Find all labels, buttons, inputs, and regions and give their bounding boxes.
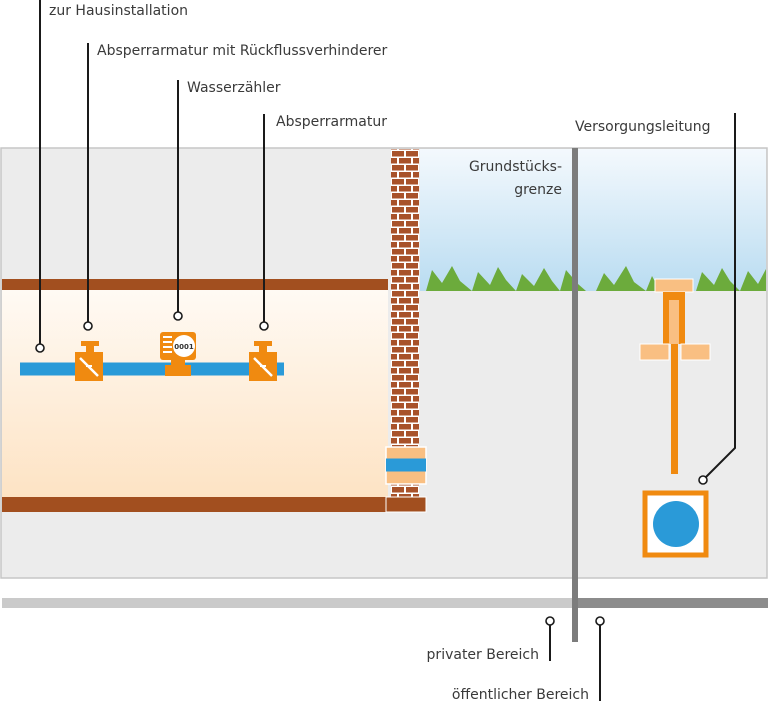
house-interior xyxy=(2,290,388,497)
label-property-line-2: grenze xyxy=(514,182,562,198)
supply-main-icon xyxy=(642,490,709,558)
label-private-area: privater Bereich xyxy=(427,647,539,663)
sky xyxy=(420,149,766,291)
wall-footing xyxy=(385,496,427,513)
label-water-meter: Wasserzähler xyxy=(187,80,281,96)
label-property-line-1: Grundstücks- xyxy=(469,159,562,175)
street-valve-icon xyxy=(639,278,711,474)
property-boundary-line xyxy=(572,148,578,642)
public-area-bar xyxy=(576,598,768,608)
meter-reading: 0001 xyxy=(174,343,194,351)
shutoff-valve-icon xyxy=(249,341,277,381)
label-supply-line: Versorgungsleitung xyxy=(575,119,711,135)
label-shutoff: Absperrarmatur xyxy=(276,114,387,130)
ceiling-slab xyxy=(2,279,388,290)
leader-lines xyxy=(35,0,736,701)
label-shutoff-backflow: Absperrarmatur mit Rückflussverhinderer xyxy=(97,43,388,59)
water-meter-icon: 0001 xyxy=(160,332,196,376)
shutoff-backflow-valve-icon xyxy=(75,341,103,381)
private-area-bar xyxy=(2,598,576,608)
label-house-installation: zur Hausinstallation xyxy=(49,3,188,19)
floor-slab xyxy=(2,497,386,512)
label-public-area: öffentlicher Bereich xyxy=(452,687,589,701)
